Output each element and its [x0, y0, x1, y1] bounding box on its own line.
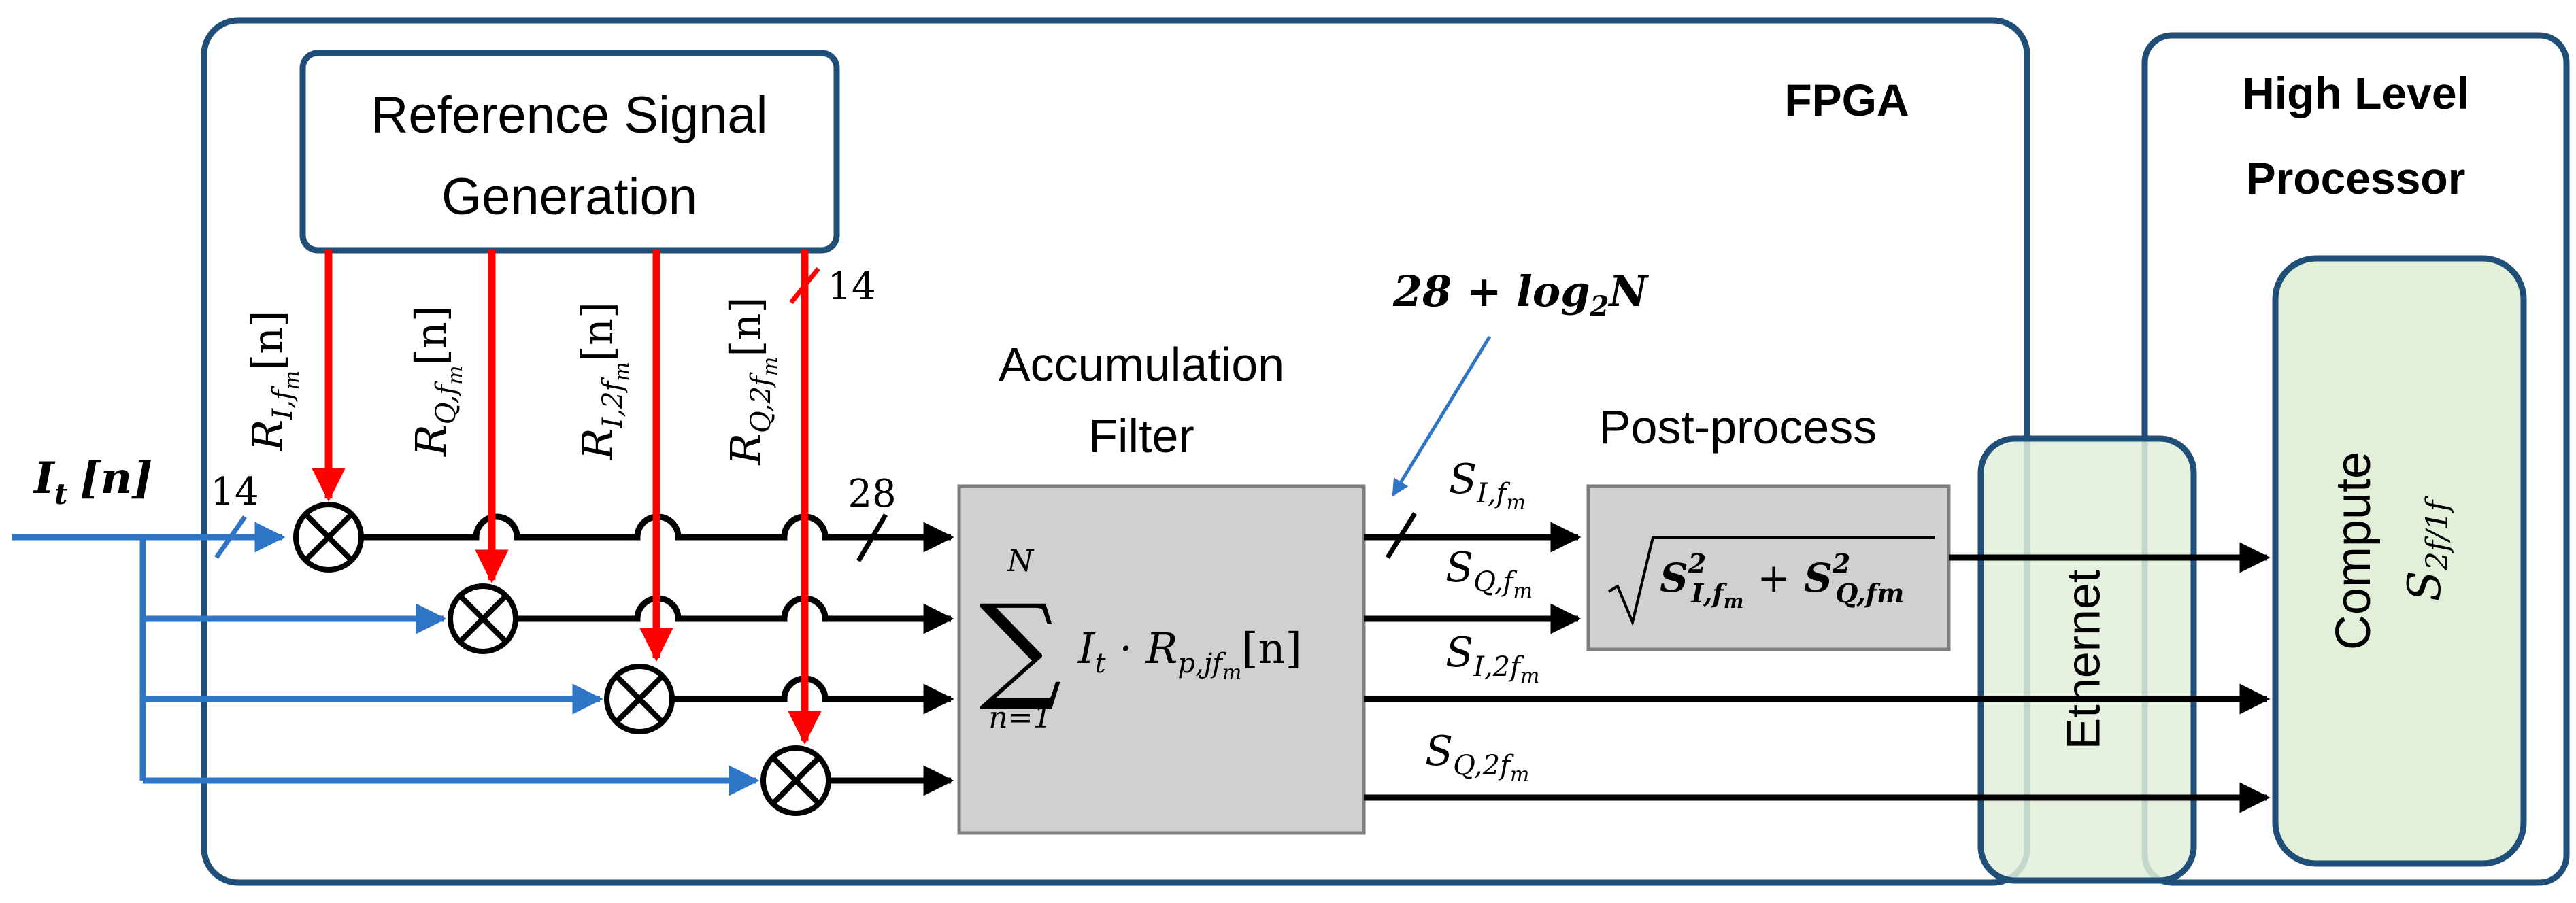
sqrt-sign: [1607, 536, 1935, 627]
pp-plus: +: [1757, 555, 1790, 601]
compute-symbol: S2f/1f: [2398, 496, 2455, 601]
accbw-tail: N: [1607, 267, 1649, 316]
out2-subsub: m: [1520, 664, 1539, 688]
accumulation-expression: It · Rp,jfm[n]: [1077, 624, 1302, 685]
ref1-sub: Q,f: [431, 381, 462, 425]
expr-arg: [n]: [1241, 624, 1301, 673]
reference-block-line1: Reference Signal: [371, 86, 767, 144]
sum-symbol: ∑: [979, 580, 1061, 715]
out0-base: S: [1449, 456, 1477, 503]
output-label-q-fm: SQ,fm: [1445, 544, 1533, 603]
accumulation-filter-block: [957, 484, 1366, 835]
out1-sub: Q,f: [1473, 566, 1518, 598]
out3-subsub: m: [1510, 763, 1529, 787]
out1-base: S: [1445, 544, 1473, 592]
ref0-arg: [n]: [243, 311, 292, 371]
compute-block: [2272, 255, 2527, 867]
out2-base: S: [1445, 629, 1473, 677]
ref2-arg: [n]: [573, 302, 622, 362]
ref1-arg: [n]: [406, 305, 456, 365]
accumulator-bitwidth: 28 + log2N: [1392, 267, 1650, 322]
postprocess-title: Post-process: [1599, 401, 1877, 454]
accumulator-bus-tick: [1386, 512, 1417, 559]
expr-sub: t: [1095, 648, 1107, 679]
pp-term1-sub: I,f: [1690, 578, 1727, 609]
pp-term1-subsub: m: [1724, 590, 1744, 613]
ref2-sub: I,2f: [597, 377, 629, 428]
input-arg: [n]: [80, 453, 152, 504]
input-bitwidth: 14: [210, 470, 258, 514]
ref3-subsub: m: [758, 357, 782, 376]
expr-dot: · R: [1106, 624, 1178, 673]
pp-term2-sub: Q,fm: [1835, 578, 1904, 609]
ref1-base: R: [406, 424, 456, 457]
output-label-i-2fm: SI,2fm: [1445, 629, 1539, 688]
sum-lower-limit: n=1: [988, 700, 1052, 735]
ref2-subsub: m: [610, 362, 634, 381]
reference-bitwidth: 14: [827, 265, 875, 309]
mixer-icon: [448, 583, 518, 654]
out0-sub: I,f: [1476, 478, 1511, 509]
expr-base: I: [1077, 624, 1096, 673]
reference-signal-generation-block: [299, 50, 840, 254]
out0-subsub: m: [1506, 491, 1525, 515]
ref0-sub: I,f: [267, 386, 299, 420]
mixer-icon: [293, 502, 364, 573]
ref2-base: R: [573, 428, 622, 460]
compute-sym: S: [2398, 570, 2451, 601]
accumulation-title-line1: Accumulation: [999, 338, 1284, 391]
ref1-subsub: m: [444, 365, 467, 384]
expr-sub2: p,jf: [1177, 648, 1226, 679]
ref-label-i-2fm: RI,2fm[n]: [573, 302, 634, 460]
postprocess-block: [1586, 484, 1951, 651]
out3-sub: Q,2f: [1453, 750, 1514, 781]
fpga-label: FPGA: [1784, 75, 1909, 125]
pp-term2-sup: 2: [1832, 548, 1850, 579]
mixer-bus-tick: [856, 513, 888, 562]
sum-upper-limit: N: [1007, 544, 1035, 579]
mixer-bitwidth: 28: [848, 472, 896, 516]
reference-block-line2: Generation: [441, 168, 697, 226]
expr-subsub2: m: [1222, 661, 1241, 685]
hlp-label-line1: High Level: [2242, 68, 2469, 118]
input-signal-lines: [12, 335, 1492, 796]
output-label-i-fm: SI,fm: [1449, 456, 1526, 515]
ethernet-label: Ethernet: [2056, 570, 2109, 750]
output-label-q-2fm: SQ,2fm: [1425, 728, 1529, 787]
ethernet-block: [1977, 435, 2197, 884]
ref3-base: R: [721, 433, 771, 466]
input-sub: t: [54, 477, 67, 511]
input-base: I: [33, 453, 56, 504]
ref3-arg: [n]: [721, 296, 771, 356]
input-bus-tick: [214, 515, 247, 560]
mixer-icon: [604, 664, 675, 734]
out1-subsub: m: [1513, 579, 1532, 603]
ref0-base: R: [243, 420, 292, 452]
out2-sub: I,2f: [1473, 651, 1524, 683]
pp-term1: S: [1660, 555, 1688, 601]
accumulation-title-line2: Filter: [1088, 409, 1194, 462]
hlp-label-line2: Processor: [2246, 153, 2466, 203]
compute-label: Compute: [2326, 452, 2381, 650]
accbw-sub: 2: [1590, 290, 1609, 322]
ref0-subsub: m: [280, 371, 304, 390]
input-signal-label: It [n]: [33, 453, 152, 511]
ref-label-q-fm: RQ,fm[n]: [406, 305, 467, 457]
ref3-sub: Q,2f: [746, 372, 777, 433]
reference-bus-tick: [789, 267, 820, 305]
out3-base: S: [1425, 728, 1453, 775]
pp-term2: S: [1804, 555, 1833, 601]
mixer-icon: [760, 745, 831, 816]
pp-term1-sup: 2: [1688, 548, 1706, 579]
reference-lines: [312, 250, 822, 745]
compute-sym-sub: 2f/1f: [2420, 496, 2455, 571]
accbw-main: 28 + log: [1392, 267, 1590, 316]
ref-label-q-2fm: RQ,2fm[n]: [721, 296, 782, 465]
ref-label-i-fm: RI,fm[n]: [243, 311, 304, 452]
